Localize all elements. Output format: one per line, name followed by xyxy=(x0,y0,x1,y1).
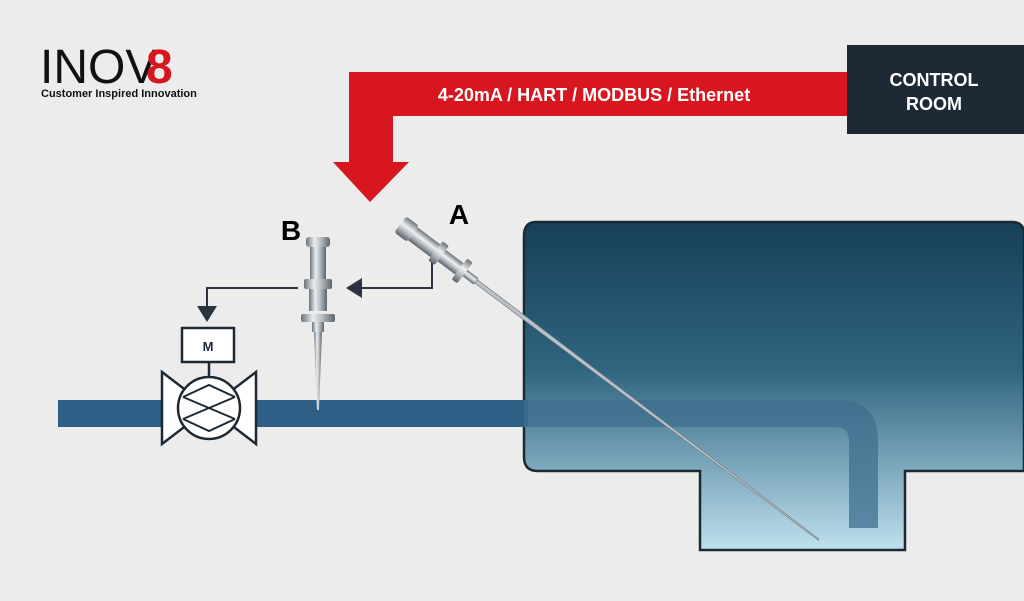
control-room-line1: CONTROL xyxy=(890,70,979,90)
probe-b-flange xyxy=(301,314,335,322)
probe-a: A xyxy=(395,199,820,541)
probe-a-body xyxy=(408,227,441,258)
logo-brand-suffix: 8 xyxy=(146,41,173,94)
signal-protocols-label: 4-20mA / HART / MODBUS / Ethernet xyxy=(438,85,750,105)
motor-label: M xyxy=(203,339,214,354)
probe-a-adapter xyxy=(462,269,479,285)
tank-body xyxy=(522,220,1024,552)
arrow-b-to-motor xyxy=(197,287,298,322)
probe-b-ring xyxy=(304,279,332,289)
arrow-a-to-b xyxy=(346,262,433,298)
valve-symbol-lines xyxy=(182,383,236,433)
probe-b: B xyxy=(281,215,335,410)
signal-arrow: 4-20mA / HART / MODBUS / Ethernet xyxy=(333,56,893,202)
motor-box xyxy=(180,326,236,364)
logo-tagline: Customer Inspired Innovation xyxy=(41,88,197,100)
probe-a-label: A xyxy=(449,199,469,230)
pipe-horizontal xyxy=(58,400,528,427)
process-tank xyxy=(522,220,1024,552)
control-valve: M xyxy=(160,326,258,447)
signal-arrow-shape xyxy=(333,56,893,202)
logo-brand-prefix: INOV xyxy=(40,41,157,94)
control-room-box: CONTROL ROOM xyxy=(847,45,1024,134)
probe-a-neck xyxy=(437,250,464,275)
process-pipe xyxy=(58,400,878,528)
probe-b-rod xyxy=(314,332,322,410)
probe-b-neck xyxy=(309,289,327,311)
pipe-inside-tank xyxy=(524,400,878,528)
probe-a-rod xyxy=(474,279,820,541)
probe-b-label: B xyxy=(281,215,301,246)
probe-a-flange xyxy=(452,259,472,283)
probe-a-ring xyxy=(428,242,449,265)
probe-b-body xyxy=(310,247,326,279)
control-room-background xyxy=(847,45,1024,134)
signal-connections xyxy=(197,262,433,322)
probe-a-cap xyxy=(395,217,418,241)
company-logo: INOV 8 Customer Inspired Innovation xyxy=(40,41,197,100)
control-room-line2: ROOM xyxy=(906,94,962,114)
probe-b-cap xyxy=(306,237,330,247)
probe-b-adapter xyxy=(312,322,324,332)
